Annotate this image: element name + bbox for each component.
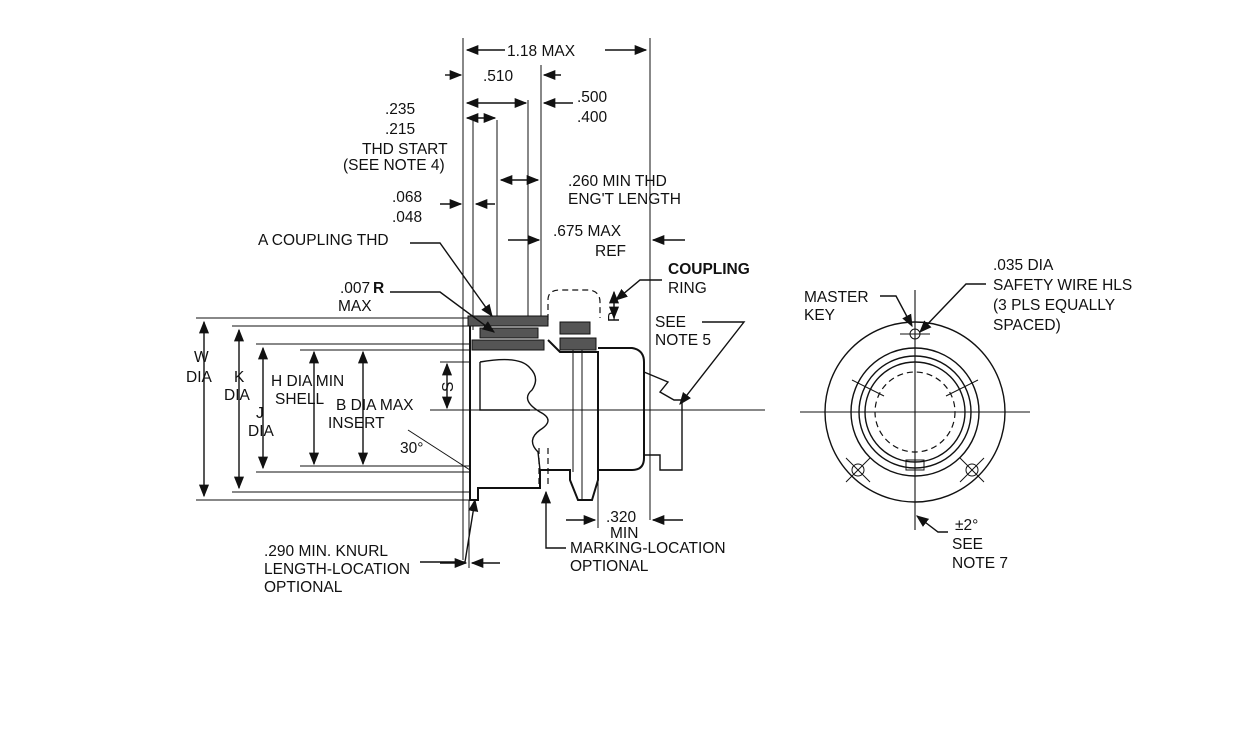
thd-start-label: THD START bbox=[362, 141, 448, 158]
dim-007: .007 bbox=[340, 280, 370, 297]
hole-dia-label: .035 DIA bbox=[993, 257, 1054, 274]
ring-section bbox=[559, 321, 591, 335]
j-label: J bbox=[256, 405, 264, 422]
coupling-ring-outline bbox=[547, 289, 601, 320]
insert-circle bbox=[874, 371, 956, 453]
ref-label: REF bbox=[595, 243, 626, 260]
ring-section bbox=[559, 337, 597, 351]
p-label: P bbox=[606, 312, 623, 322]
dim-260: .260 MIN THD bbox=[568, 173, 667, 190]
note7-label: NOTE 7 bbox=[952, 555, 1008, 572]
dim-320: .320 bbox=[606, 509, 637, 526]
insert-label: INSERT bbox=[328, 415, 385, 432]
shell-inner-circle bbox=[864, 361, 966, 463]
leader-coupling-ring bbox=[615, 279, 662, 301]
see-note4-label: (SEE NOTE 4) bbox=[343, 157, 445, 174]
dim-400: .400 bbox=[577, 109, 608, 126]
front-view bbox=[800, 283, 1030, 533]
ring-label: RING bbox=[668, 280, 707, 297]
ring-tab bbox=[851, 379, 885, 397]
key-label: KEY bbox=[804, 307, 835, 324]
leader-note5 bbox=[679, 321, 746, 405]
knurl-label-3: OPTIONAL bbox=[264, 579, 343, 596]
shell-body bbox=[469, 318, 599, 501]
hole-mark bbox=[845, 457, 871, 483]
tolerance-label: ±2° bbox=[955, 517, 978, 534]
shell-label: SHELL bbox=[275, 391, 324, 408]
insert-cavity bbox=[479, 362, 530, 411]
w-dia-label: DIA bbox=[186, 369, 213, 386]
leader-knurl bbox=[420, 498, 479, 563]
h-label: H DIA MIN bbox=[271, 373, 344, 390]
marking-label: MARKING-LOCATION bbox=[570, 540, 726, 557]
see-label: SEE bbox=[655, 314, 686, 331]
dim-500: .500 bbox=[577, 89, 608, 106]
chamfer-line bbox=[407, 429, 471, 471]
w-label: W bbox=[194, 349, 209, 366]
break-line bbox=[479, 358, 549, 471]
ring-tab bbox=[945, 379, 979, 397]
note5-label: NOTE 5 bbox=[655, 332, 711, 349]
master-key bbox=[905, 459, 925, 471]
dim-048: .048 bbox=[392, 209, 422, 226]
engt-length-label: ENG'T LENGTH bbox=[568, 191, 681, 208]
k-label: K bbox=[234, 369, 245, 386]
knurl-label: .290 MIN. KNURL bbox=[264, 543, 388, 560]
hole-mark bbox=[959, 457, 985, 483]
dim-510: .510 bbox=[483, 68, 514, 85]
leader-marking bbox=[540, 490, 566, 549]
max-label: MAX bbox=[338, 298, 372, 315]
flange-circle bbox=[824, 321, 1006, 503]
b-label: B DIA MAX bbox=[336, 397, 414, 414]
side-view-labels: 1.18 MAX .510 .500 .400 .235 .215 THD ST… bbox=[186, 43, 750, 596]
leader-safety-wire bbox=[919, 283, 986, 333]
leader-007r bbox=[390, 291, 496, 333]
pls-label: (3 PLS EQUALLY bbox=[993, 297, 1115, 314]
coupling-section bbox=[479, 327, 539, 339]
shell-outer-circle bbox=[850, 347, 980, 477]
shell-section bbox=[471, 339, 545, 351]
see-note7-label: SEE bbox=[952, 536, 983, 553]
dim-overall-max: 1.18 MAX bbox=[507, 43, 576, 60]
j-dia-label: DIA bbox=[248, 423, 275, 440]
min-label: MIN bbox=[610, 525, 638, 542]
shell-mid-circle bbox=[858, 355, 972, 469]
r-label: R bbox=[373, 280, 384, 297]
coupling-label: COUPLING bbox=[668, 261, 750, 278]
front-view-labels: .035 DIA SAFETY WIRE HLS (3 PLS EQUALLY … bbox=[804, 257, 1132, 572]
leader-tolerance bbox=[915, 515, 948, 533]
side-view bbox=[196, 38, 765, 569]
safety-wire-label: SAFETY WIRE HLS bbox=[993, 277, 1132, 294]
k-dia-label: DIA bbox=[224, 387, 251, 404]
safety-wire-hole bbox=[851, 463, 865, 477]
dim-068: .068 bbox=[392, 189, 422, 206]
dim-215: .215 bbox=[385, 121, 415, 138]
a-coupling-label: A COUPLING THD bbox=[258, 232, 389, 249]
dim-235: .235 bbox=[385, 101, 415, 118]
spaced-label: SPACED) bbox=[993, 317, 1061, 334]
leader-master-key bbox=[880, 295, 913, 328]
knurl-label-2: LENGTH-LOCATION bbox=[264, 561, 410, 578]
marking-label-2: OPTIONAL bbox=[570, 558, 649, 575]
safety-wire-hole bbox=[965, 463, 979, 477]
master-label: MASTER bbox=[804, 289, 869, 306]
rear-body bbox=[598, 347, 645, 471]
s-label: S bbox=[440, 382, 457, 392]
dim-675: .675 MAX bbox=[553, 223, 622, 240]
leader-a-coupling bbox=[410, 242, 493, 318]
coupling-section bbox=[467, 315, 549, 327]
angle-label: 30° bbox=[400, 440, 423, 457]
